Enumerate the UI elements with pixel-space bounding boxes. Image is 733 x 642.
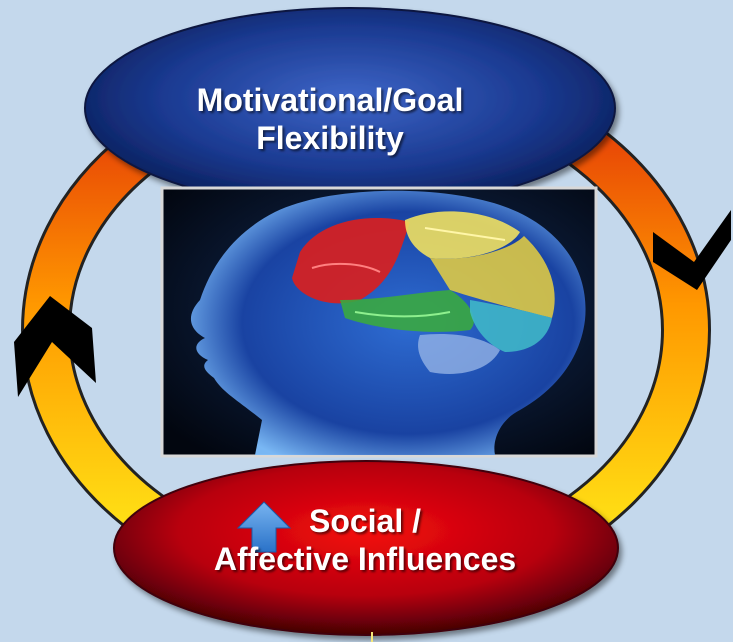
bottom-oval-line1: Social /	[308, 503, 422, 539]
top-oval-line1: Motivational/Goal	[196, 82, 464, 118]
brain-illustration	[160, 186, 598, 458]
bottom-oval	[113, 460, 619, 636]
up-arrow-icon	[236, 501, 292, 553]
chevron-arrow-right-icon	[653, 210, 731, 290]
top-oval-label: Motivational/Goal Flexibility	[150, 82, 510, 158]
bottom-oval-line2: Affective Influences	[213, 540, 517, 577]
top-oval-line2: Flexibility	[256, 119, 404, 156]
chevron-arrow-left-icon	[14, 296, 96, 397]
bottom-oval-label: Social / Affective Influences	[180, 503, 550, 579]
